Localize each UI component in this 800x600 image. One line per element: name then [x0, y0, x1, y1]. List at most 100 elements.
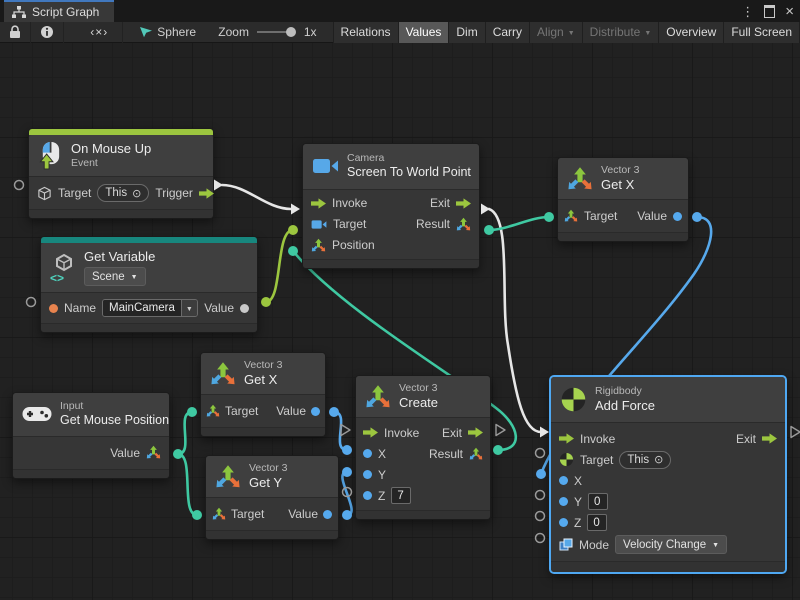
- z-value-field[interactable]: 0: [587, 514, 608, 532]
- node-category: Rigidbody: [595, 385, 642, 397]
- info-button[interactable]: [31, 21, 64, 43]
- node-header: Vector 3 Get X: [558, 158, 688, 201]
- position-label: Position: [332, 238, 375, 253]
- z-port-dot[interactable]: [363, 491, 372, 501]
- node-header: <> Get Variable Scene ▼: [41, 243, 257, 294]
- target-label: Target: [580, 452, 614, 467]
- node-footer: [551, 562, 785, 573]
- object-picker-icon[interactable]: ⊙: [132, 187, 142, 200]
- variable-scope-dropdown[interactable]: Scene ▼: [84, 267, 146, 287]
- exit-label: Exit: [735, 431, 756, 446]
- value-label: Value: [288, 507, 318, 522]
- carry-button[interactable]: Carry: [485, 21, 531, 43]
- vector3-icon: [567, 166, 593, 192]
- vector3-icon: [210, 361, 236, 387]
- value-port-dot[interactable]: [240, 303, 249, 313]
- node-header: Input Get Mouse Position: [13, 393, 169, 437]
- node-header: On Mouse Up Event: [29, 135, 213, 178]
- target-object-field[interactable]: This ⊙: [619, 450, 672, 469]
- rigidbody-icon: [560, 386, 587, 413]
- dim-button[interactable]: Dim: [449, 21, 486, 43]
- name-port-dot[interactable]: [49, 303, 58, 313]
- x-port-dot[interactable]: [363, 449, 372, 459]
- x-port-dot[interactable]: [559, 476, 568, 486]
- close-icon[interactable]: ×: [785, 2, 794, 20]
- node-vector3-get-y[interactable]: Vector 3 Get Y Target Value: [205, 455, 339, 541]
- value-port-dot[interactable]: [323, 509, 332, 519]
- gameobject-cube-icon: [37, 186, 52, 201]
- vector3-icon: [215, 464, 241, 490]
- zoom-slider[interactable]: [256, 27, 296, 37]
- object-picker-icon[interactable]: ⊙: [654, 454, 664, 467]
- lock-icon: [9, 25, 21, 39]
- overview-button[interactable]: Overview: [659, 21, 725, 43]
- target-object-field[interactable]: This ⊙: [97, 184, 150, 203]
- target-label: Target: [58, 186, 92, 201]
- node-category: Input: [60, 400, 84, 412]
- x-label: X: [574, 473, 583, 488]
- info-icon: [40, 25, 54, 39]
- node-footer: [13, 469, 169, 478]
- node-header: Vector 3 Create: [356, 376, 490, 419]
- y-value-field[interactable]: 0: [588, 493, 609, 511]
- node-screen-to-world-point[interactable]: Camera Screen To World Point Invoke Exit…: [302, 143, 480, 269]
- values-button[interactable]: Values: [398, 21, 450, 43]
- value-port-dot[interactable]: [311, 406, 320, 416]
- node-footer: [558, 233, 688, 242]
- trigger-label: Trigger: [155, 186, 193, 201]
- node-title: Get Y: [249, 475, 283, 491]
- value-label: Value: [276, 404, 306, 419]
- zoom-label: Zoom: [218, 25, 249, 39]
- distribute-button[interactable]: Distribute ▼: [582, 21, 660, 43]
- y-port-dot[interactable]: [363, 470, 372, 480]
- chevron-down-icon: ▼: [567, 29, 575, 37]
- node-vector3-get-x-mid[interactable]: Vector 3 Get X Target Value: [200, 352, 326, 438]
- relations-button[interactable]: Relations: [333, 21, 399, 43]
- node-rigidbody-add-force[interactable]: Rigidbody Add Force Invoke Exit T: [550, 376, 786, 574]
- flow-arrow-icon: [311, 198, 326, 209]
- node-footer: [206, 531, 338, 540]
- code-preview-button[interactable]: ‹×›: [76, 21, 124, 43]
- z-label: Z: [378, 488, 386, 503]
- rigidbody-mini-icon: [559, 452, 574, 467]
- flow-arrow-icon: [198, 188, 214, 199]
- node-vector3-get-x-top[interactable]: Vector 3 Get X Target Value: [557, 157, 689, 243]
- vector3-icon: [564, 209, 578, 223]
- kebab-menu-icon[interactable]: ⋮: [741, 3, 755, 19]
- mode-dropdown[interactable]: Velocity Change ▼: [615, 535, 728, 555]
- z-label: Z: [574, 515, 582, 530]
- node-on-mouse-up[interactable]: On Mouse Up Event Target This ⊙ Trigger: [28, 128, 214, 220]
- target-label: Target: [333, 217, 367, 232]
- mouse-up-icon: [38, 141, 63, 170]
- node-category: Camera: [347, 152, 385, 164]
- exit-label: Exit: [441, 425, 462, 440]
- align-button[interactable]: Align ▼: [530, 21, 583, 43]
- y-port-dot[interactable]: [559, 497, 568, 507]
- mode-label: Mode: [579, 537, 610, 552]
- maximize-icon[interactable]: [764, 4, 776, 18]
- value-port-dot[interactable]: [673, 211, 682, 221]
- node-get-mouse-position[interactable]: Input Get Mouse Position Value: [12, 392, 170, 479]
- zoom-slider-handle[interactable]: [285, 27, 296, 37]
- node-get-variable[interactable]: <> Get Variable Scene ▼ Name MainCamera …: [40, 236, 258, 334]
- node-title: On Mouse Up: [71, 141, 152, 156]
- result-label: Result: [428, 446, 463, 461]
- node-title: Create: [399, 395, 439, 411]
- name-label: Name: [64, 301, 97, 316]
- lock-button[interactable]: [0, 21, 31, 43]
- tab-title: Script Graph: [32, 5, 100, 19]
- z-port-dot[interactable]: [559, 518, 568, 528]
- x-label: X: [378, 446, 387, 461]
- flow-arrow-icon: [762, 433, 777, 445]
- fullscreen-button[interactable]: Full Screen: [724, 21, 800, 43]
- invoke-label: Invoke: [332, 196, 368, 211]
- svg-text:<>: <>: [50, 271, 64, 283]
- variable-name-dropdown[interactable]: MainCamera ▼: [102, 299, 198, 318]
- target-label: Target: [225, 404, 259, 419]
- flow-arrow-icon: [559, 433, 574, 445]
- camera-mini-icon: [311, 219, 327, 230]
- camera-icon: [312, 157, 339, 175]
- node-vector3-create[interactable]: Vector 3 Create Invoke Exit X Result: [355, 375, 491, 521]
- z-value-field[interactable]: 7: [391, 487, 412, 505]
- tab-script-graph[interactable]: Script Graph: [4, 0, 114, 22]
